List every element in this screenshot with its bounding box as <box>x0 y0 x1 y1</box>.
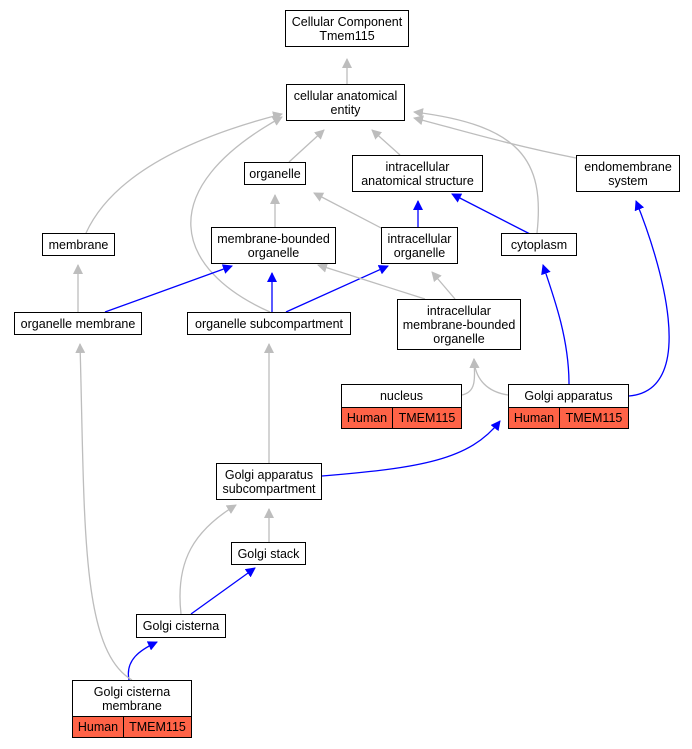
gene-cell: TMEM115 <box>398 411 456 425</box>
node-organelle-subcompartment[interactable]: organelle subcompartment <box>187 312 351 335</box>
node-intracellular-anatomical-structure[interactable]: intracellular anatomical structure <box>352 155 483 192</box>
edge-io-to-organelle-is-a <box>313 192 386 231</box>
node-label: Golgi cisterna <box>142 619 220 633</box>
node-label: organelle membrane <box>20 316 136 331</box>
node-label: membrane-bounded organelle <box>217 231 330 260</box>
species-cell: Human <box>73 717 124 737</box>
edge-golgi-to-endomembrane-part-of <box>628 200 670 397</box>
edge-membrane-to-cae-is-a <box>85 111 283 234</box>
edge-gcm-to-om-is-a <box>75 343 133 681</box>
node-membrane[interactable]: membrane <box>42 233 115 256</box>
node-label: intracellular membrane-bounded organelle <box>402 303 516 346</box>
edge-cytoplasm-to-cae-is-a <box>413 108 539 234</box>
node-label: cytoplasm <box>510 237 568 252</box>
edge-organelle-to-cae-is-a <box>288 129 325 163</box>
node-cellular-component-root[interactable]: Cellular Component Tmem115 <box>285 10 409 47</box>
node-golgi-apparatus[interactable]: Golgi apparatus Human TMEM115 <box>508 384 629 429</box>
node-intracellular-membrane-bounded-organelle[interactable]: intracellular membrane-bounded organelle <box>397 299 521 350</box>
node-organelle[interactable]: organelle <box>244 162 306 185</box>
edge-imbo-to-mbo-is-a <box>317 262 426 300</box>
edge-cytoplasm-to-ias-part-of <box>451 193 531 235</box>
node-label: intracellular anatomical structure <box>361 159 474 188</box>
node-golgi-cisterna-membrane[interactable]: Golgi cisterna membrane Human TMEM115 <box>72 680 192 738</box>
node-label: intracellular organelle <box>387 231 452 260</box>
edge-endomembrane-to-cae-is-a <box>413 115 577 159</box>
annotation-row: Human TMEM115 <box>342 407 461 428</box>
node-nucleus[interactable]: nucleus Human TMEM115 <box>341 384 462 429</box>
species-cell: Human <box>342 408 393 428</box>
edge-imbo-to-io-is-a <box>431 271 456 300</box>
edge-cisterna-to-stack-part-of <box>190 567 256 615</box>
node-intracellular-organelle[interactable]: intracellular organelle <box>381 227 458 264</box>
node-golgi-cisterna[interactable]: Golgi cisterna <box>136 614 226 638</box>
node-golgi-apparatus-subcompartment[interactable]: Golgi apparatus subcompartment <box>216 463 322 500</box>
gene-cell: TMEM115 <box>565 411 623 425</box>
edge-golgi-to-cytoplasm-part-of <box>541 264 570 385</box>
node-cytoplasm[interactable]: cytoplasm <box>501 233 577 256</box>
node-label: nucleus <box>379 389 424 403</box>
node-organelle-membrane[interactable]: organelle membrane <box>14 312 142 335</box>
node-membrane-bounded-organelle[interactable]: membrane-bounded organelle <box>211 227 336 264</box>
node-label: Golgi apparatus <box>524 389 613 403</box>
node-label: endomembrane system <box>584 159 672 188</box>
edge-cisterna-to-gasc-is-a <box>179 504 237 615</box>
node-endomembrane-system[interactable]: endomembrane system <box>576 155 680 192</box>
edge-gasc-to-golgi-part-of <box>321 420 501 477</box>
node-golgi-stack[interactable]: Golgi stack <box>231 542 306 565</box>
node-label: Golgi apparatus subcompartment <box>222 467 316 496</box>
edge-om-to-mbo-part-of <box>104 264 233 313</box>
edge-nucleus-to-imbo-is-a <box>461 358 480 396</box>
edge-osc-to-io-part-of <box>285 265 389 313</box>
node-label: organelle subcompartment <box>195 316 343 331</box>
node-label: Cellular Component Tmem115 <box>291 14 403 43</box>
node-label: organelle <box>249 166 301 181</box>
annotation-row: Human TMEM115 <box>73 716 191 737</box>
edge-gcm-to-cisterna-part-of <box>127 641 158 681</box>
gene-cell: TMEM115 <box>129 720 186 734</box>
node-label: Golgi cisterna membrane <box>93 684 171 713</box>
edge-ias-to-cae-is-a <box>371 129 401 156</box>
node-label: Golgi stack <box>237 546 300 561</box>
edge-osc-to-cae-is-a <box>190 116 283 313</box>
node-label: cellular anatomical entity <box>293 88 398 117</box>
node-cellular-anatomical-entity[interactable]: cellular anatomical entity <box>286 84 405 121</box>
annotation-row: Human TMEM115 <box>509 407 628 428</box>
species-cell: Human <box>509 408 560 428</box>
edge-golgi-to-imbo-is-a <box>469 358 509 396</box>
node-label: membrane <box>48 237 109 252</box>
